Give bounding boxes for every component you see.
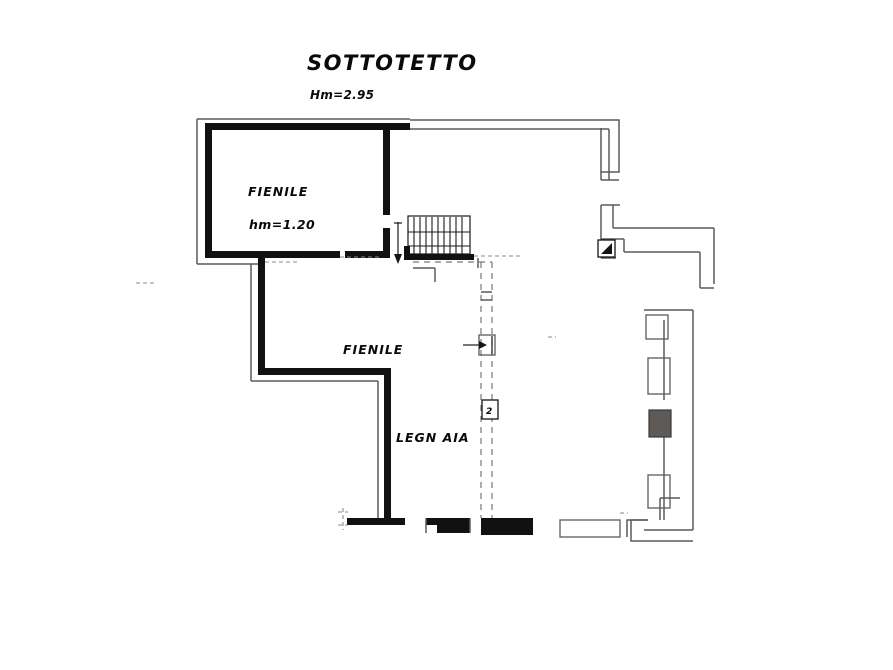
right-wall-openings	[645, 314, 672, 509]
door-opening-icon	[463, 334, 496, 356]
stepped-partition-wall	[250, 258, 391, 523]
room-label-legnaia: LEGN AIA	[396, 430, 470, 445]
room-walls-fienile-upper	[205, 123, 410, 258]
adjacent-structure-right	[600, 204, 715, 289]
stair-guide-lines	[474, 255, 520, 268]
down-arrow-icon	[394, 222, 402, 264]
room-height-fienile-upper: hm=1.20	[249, 217, 315, 232]
adjacent-structure-bottom	[559, 519, 648, 538]
bottom-wall-segments	[347, 518, 533, 535]
boundary-wall-stubs	[413, 267, 492, 301]
staircase	[404, 215, 474, 260]
adjacent-structure-top	[410, 119, 620, 181]
page-subtitle: Hm=2.95	[310, 88, 374, 102]
marker-reference-right[interactable]	[597, 239, 616, 258]
room-label-fienile-upper: FIENILE	[248, 184, 308, 199]
property-boundary-dashed	[413, 261, 493, 518]
dimension-ticks-bottom-left	[338, 508, 348, 530]
pilaster-solid	[648, 409, 672, 438]
room-label-fienile-lower: FIENILE	[343, 342, 403, 357]
right-boundary-wall	[644, 309, 694, 531]
marker-reference-2[interactable]: 2	[481, 399, 499, 420]
outer-thin-outline	[196, 118, 410, 265]
page-title: SOTTOTETTO	[307, 51, 478, 75]
minor-dimension-marks	[136, 256, 628, 514]
marker-2-label: 2	[486, 407, 492, 417]
